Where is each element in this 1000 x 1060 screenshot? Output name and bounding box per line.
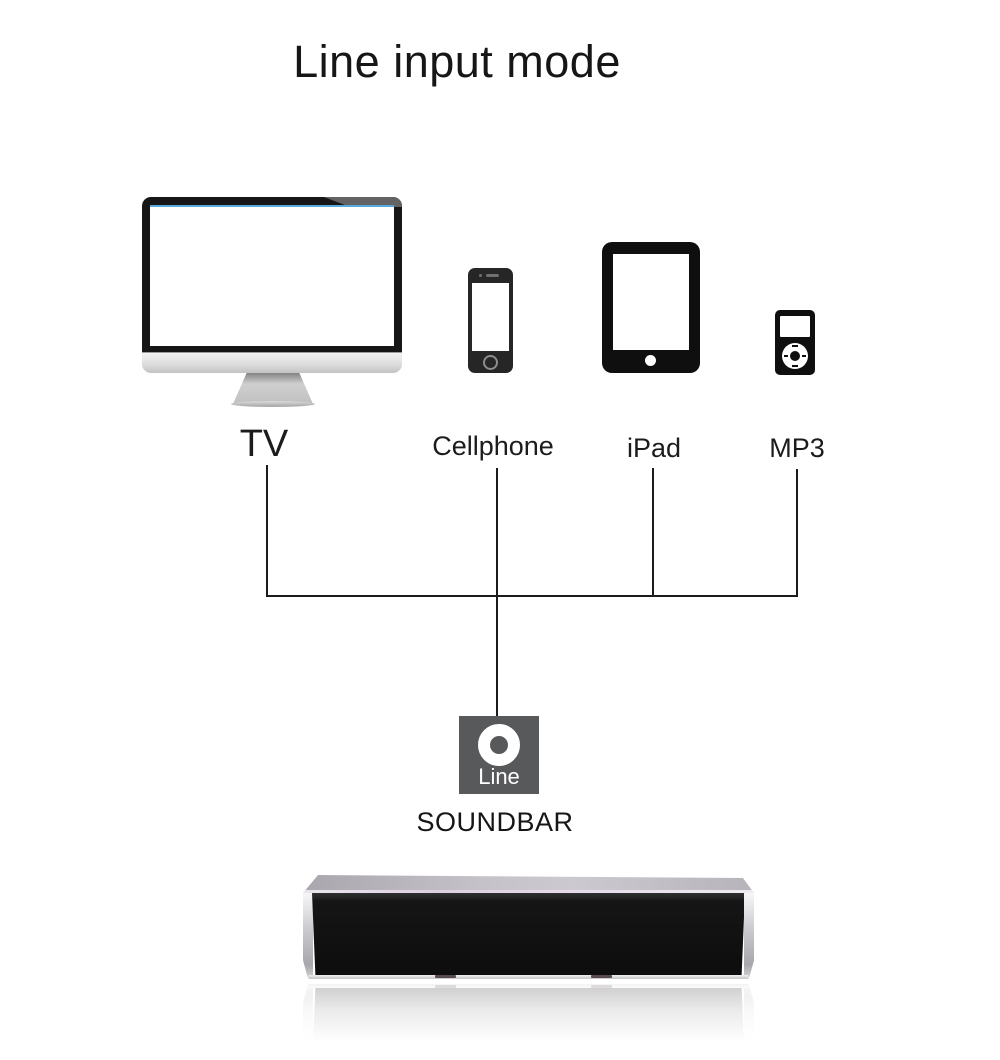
label-ipad: iPad: [626, 433, 682, 463]
soundbar-bottom-trim: [308, 975, 749, 979]
connector-soundbar-line: [496, 597, 498, 716]
mp3-wheel-forward-mark: [802, 355, 806, 357]
connector-cellphone-line: [496, 468, 498, 596]
tv-chin: [142, 352, 402, 373]
soundbar-right-edge: [744, 893, 754, 977]
mp3-screen: [780, 316, 810, 337]
connector-bus-line: [266, 595, 798, 597]
soundbar-label: SOUNDBAR: [416, 807, 574, 837]
phone-home-button: [483, 355, 498, 370]
connector-ipad-line: [652, 468, 654, 596]
mp3-wheel-back-mark: [784, 355, 788, 357]
mp3-wheel-menu-mark: [792, 345, 798, 347]
mp3-player-icon: [775, 310, 815, 375]
tv-icon: [142, 197, 402, 412]
ipad-home-button: [645, 355, 656, 366]
connector-mp3-line: [796, 469, 798, 596]
mp3-wheel-center: [790, 351, 800, 361]
label-tv: TV: [239, 423, 289, 465]
connector-tv-line: [266, 465, 268, 596]
phone-speaker-slot: [486, 274, 499, 277]
cellphone-icon: [468, 268, 513, 373]
ipad-screen: [613, 254, 689, 350]
line-icon-label: Line: [478, 764, 520, 789]
tv-bezel-glare: [323, 197, 402, 207]
tv-stand: [233, 373, 313, 404]
tv-stand-base: [231, 401, 315, 407]
line-input-icon: Line: [459, 716, 539, 794]
mp3-click-wheel-icon: [782, 343, 808, 369]
soundbar-front-face: [303, 893, 754, 977]
page-title: Line input mode: [293, 36, 621, 87]
phone-screen: [472, 283, 509, 351]
soundbar-top-face: [303, 875, 754, 893]
line-ring-icon: [478, 724, 520, 766]
reflection-fade: [0, 980, 1000, 1060]
label-mp3: MP3: [769, 433, 825, 463]
label-cellphone: Cellphone: [432, 431, 554, 461]
soundbar-left-edge: [303, 893, 313, 977]
phone-camera-dot: [479, 274, 482, 277]
soundbar-image: [303, 874, 754, 981]
ipad-icon: [602, 242, 700, 373]
soundbar-foot: [435, 975, 456, 978]
soundbar-grille: [312, 893, 745, 977]
mp3-wheel-play-mark: [792, 365, 798, 367]
tv-screen: [150, 205, 394, 346]
soundbar-foot: [591, 975, 612, 978]
tv-bezel: [142, 197, 402, 352]
